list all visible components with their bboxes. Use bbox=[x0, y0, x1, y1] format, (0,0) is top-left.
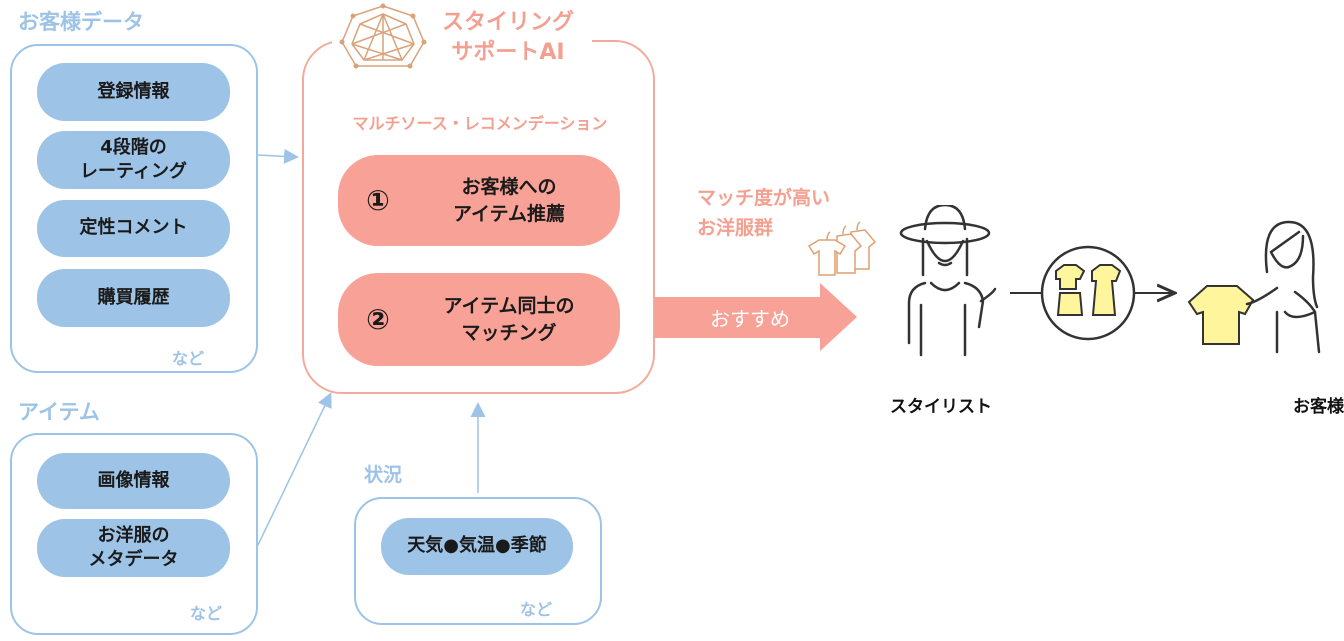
step-1-label: お客様への アイテム推薦 bbox=[452, 175, 566, 225]
ai-title: スタイリング サポートAI bbox=[428, 8, 588, 68]
customer-item-comment: 定性コメント bbox=[37, 200, 230, 257]
situation-title: 状況 bbox=[364, 464, 403, 486]
customer-item-rating: 4段階の レーティング bbox=[37, 131, 230, 189]
customer-item-history: 購買履歴 bbox=[37, 269, 230, 327]
ai-network-logo-icon bbox=[339, 3, 427, 69]
recommend-arrow-label: おすすめ bbox=[710, 307, 790, 331]
situation-etc: など bbox=[520, 600, 553, 619]
item-data-box bbox=[10, 433, 258, 635]
clothes-hangers-icon bbox=[807, 221, 877, 276]
ai-step-1: ① お客様への アイテム推薦 bbox=[338, 155, 620, 246]
output-caption: マッチ度が高い お洋服群 bbox=[697, 183, 830, 243]
ai-subtitle: マルチソース・レコメンデーション bbox=[352, 114, 608, 133]
item-data-title: アイテム bbox=[18, 400, 100, 424]
customer-label: お客様 bbox=[1293, 397, 1344, 417]
item-etc: など bbox=[190, 604, 223, 623]
situation-weather: 天気●気温●季節 bbox=[381, 518, 573, 575]
step-1-number: ① bbox=[366, 184, 390, 217]
arrow-customer-to-ai bbox=[257, 148, 299, 164]
customer-figure-icon bbox=[1187, 220, 1321, 354]
matched-outfit-icon bbox=[1040, 245, 1136, 341]
customer-data-box bbox=[10, 44, 258, 373]
ai-step-2: ② アイテム同士の マッチング bbox=[338, 273, 620, 366]
output-caption-line1: マッチ度が高い bbox=[697, 187, 831, 209]
ai-title-line1: スタイリング bbox=[441, 10, 574, 35]
recommend-arrow bbox=[655, 283, 857, 351]
step-2-label: アイテム同士の マッチング bbox=[443, 294, 575, 344]
customer-item-registration: 登録情報 bbox=[37, 63, 230, 121]
item-metadata: お洋服の メタデータ bbox=[37, 519, 230, 577]
step-2-number: ② bbox=[366, 303, 390, 336]
item-image-info: 画像情報 bbox=[37, 453, 230, 509]
customer-etc: など bbox=[172, 349, 205, 368]
situation-box bbox=[354, 497, 602, 625]
ai-title-line2: サポートAI bbox=[451, 40, 565, 65]
customer-data-title: お客様データ bbox=[18, 10, 144, 34]
output-caption-line2: お洋服群 bbox=[697, 217, 774, 239]
arrow-item-to-ai bbox=[257, 392, 332, 546]
stylist-label: スタイリスト bbox=[890, 397, 992, 417]
stylist-figure-icon bbox=[899, 205, 997, 357]
